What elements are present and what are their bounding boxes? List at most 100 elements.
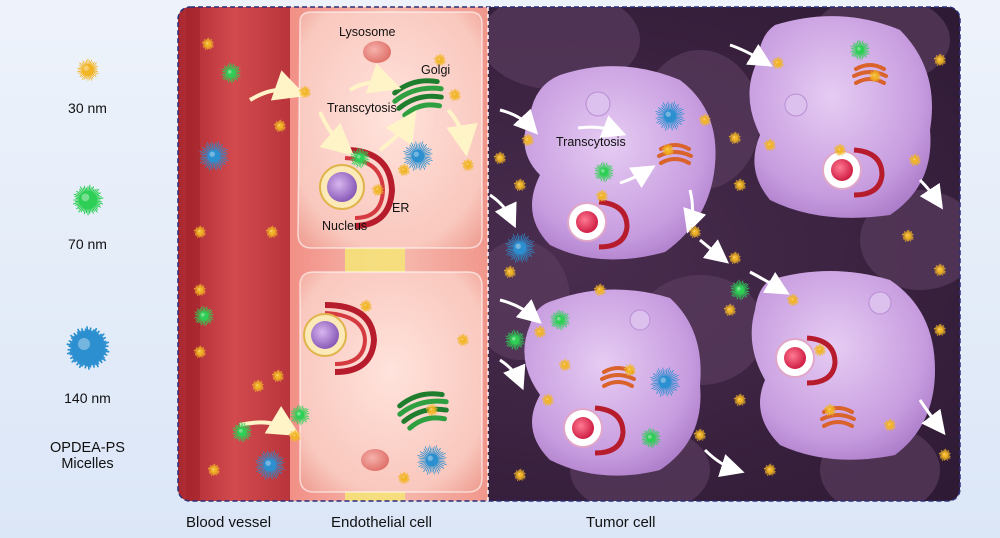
medium-micelle xyxy=(594,161,614,183)
micelle-particles xyxy=(193,37,951,484)
large-micelle xyxy=(403,141,433,171)
medium-micelle xyxy=(232,421,252,443)
small-micelle xyxy=(533,325,546,338)
lysosome-label: Lysosome xyxy=(339,25,396,39)
small-micelle xyxy=(786,293,799,306)
medium-micelle xyxy=(194,305,214,327)
small-micelle xyxy=(359,299,372,312)
blood-vessel-label: Blood vessel xyxy=(186,514,272,531)
legend-label-140nm: 140 nm xyxy=(64,390,111,406)
small-micelle xyxy=(521,133,534,146)
small-micelle xyxy=(868,69,881,82)
tumor-cell-label: Tumor cell xyxy=(586,514,656,531)
small-micelle xyxy=(461,158,474,171)
legend-label-70nm: 70 nm xyxy=(68,236,107,252)
small-micelle xyxy=(493,151,506,164)
small-micelle xyxy=(456,333,469,346)
large-micelle-icon xyxy=(66,326,109,370)
small-micelle xyxy=(623,363,636,376)
tumor-golgi xyxy=(600,63,888,428)
legend-title: OPDEA-PS Micelles xyxy=(0,440,175,472)
vesicles xyxy=(585,91,892,331)
endothelial-cell-top xyxy=(297,11,483,249)
golgi-bottom xyxy=(397,391,449,431)
legend-item-140nm: 140 nm xyxy=(0,306,175,406)
legend-title-line2: Micelles xyxy=(61,456,114,472)
golgi-label: Golgi xyxy=(421,63,450,77)
small-micelle xyxy=(193,345,206,358)
small-micelle xyxy=(833,143,846,156)
small-micelle xyxy=(513,178,526,191)
large-micelle xyxy=(650,367,680,397)
small-micelle xyxy=(733,178,746,191)
large-micelle xyxy=(505,233,535,263)
small-micelle xyxy=(558,358,571,371)
small-micelle xyxy=(813,343,826,356)
small-micelle xyxy=(883,418,896,431)
large-micelle xyxy=(417,445,447,475)
medium-micelle xyxy=(850,39,870,61)
small-micelle xyxy=(661,143,674,156)
nucleus-er-bottom xyxy=(303,302,378,375)
legend-label-30nm: 30 nm xyxy=(68,100,107,116)
small-micelle xyxy=(933,323,946,336)
legend: 30 nm 70 nm 140 nm OPDEA-PS Micelles xyxy=(0,0,175,538)
medium-micelle-icon xyxy=(72,184,103,216)
medium-micelle xyxy=(221,62,241,84)
small-micelle xyxy=(593,283,606,296)
small-micelle xyxy=(371,183,384,196)
legend-title-line1: OPDEA-PS xyxy=(50,440,125,456)
small-micelle xyxy=(251,379,264,392)
small-micelle xyxy=(771,56,784,69)
transcytosis-label-endothelium: Transcytosis xyxy=(327,101,397,115)
small-micelle xyxy=(201,37,214,50)
small-micelle xyxy=(503,265,516,278)
nucleus-label: Nucleus xyxy=(322,219,367,233)
small-micelle xyxy=(728,131,741,144)
medium-micelle xyxy=(290,404,310,426)
medium-micelle xyxy=(550,309,570,331)
tumor-cell xyxy=(749,16,932,218)
small-micelle xyxy=(397,163,410,176)
medium-micelle xyxy=(641,427,661,449)
small-micelle xyxy=(298,85,311,98)
medium-micelle xyxy=(350,147,370,169)
transcytosis-label-tumor: Transcytosis xyxy=(556,135,626,149)
small-micelle xyxy=(933,53,946,66)
small-micelle xyxy=(595,189,608,202)
small-micelle xyxy=(901,229,914,242)
transcytosis-arrows-tumor xyxy=(489,43,946,477)
small-micelle xyxy=(723,303,736,316)
large-micelle xyxy=(255,450,285,480)
small-micelle xyxy=(823,403,836,416)
small-micelle-icon xyxy=(76,58,99,81)
small-micelle xyxy=(728,251,741,264)
lysosome-bottom xyxy=(361,449,389,471)
endothelial-cell-bottom xyxy=(299,271,483,493)
small-micelle xyxy=(397,471,410,484)
small-micelle xyxy=(513,468,526,481)
small-micelle xyxy=(763,463,776,476)
transcytosis-arrows-endothelium xyxy=(239,63,478,437)
small-micelle xyxy=(425,403,438,416)
small-micelle xyxy=(698,113,711,126)
tumor-nuclei xyxy=(563,147,885,456)
small-micelle xyxy=(433,53,446,66)
medium-micelle xyxy=(505,329,525,351)
small-micelle xyxy=(448,88,461,101)
legend-item-70nm: 70 nm xyxy=(0,170,175,252)
small-micelle xyxy=(193,283,206,296)
panel-border xyxy=(177,6,961,502)
small-micelle xyxy=(688,225,701,238)
small-micelle xyxy=(193,225,206,238)
small-micelle xyxy=(763,138,776,151)
small-micelle xyxy=(265,225,278,238)
small-micelle xyxy=(933,263,946,276)
medium-micelle xyxy=(730,279,750,301)
small-micelle xyxy=(938,448,951,461)
er-label: ER xyxy=(392,201,409,215)
small-micelle xyxy=(288,429,301,442)
small-micelle xyxy=(207,463,220,476)
small-micelle xyxy=(271,369,284,382)
legend-item-30nm: 30 nm xyxy=(0,48,175,116)
